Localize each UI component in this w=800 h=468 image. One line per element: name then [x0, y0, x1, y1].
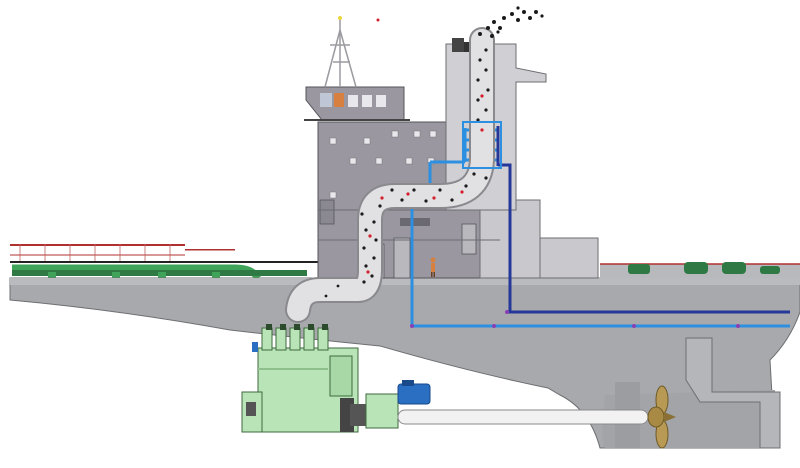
exhaust-system	[285, 6, 544, 323]
propeller-shaft	[397, 409, 649, 425]
soot-particles	[324, 48, 490, 298]
foredeck	[10, 244, 320, 282]
foredeck-rail	[10, 244, 185, 246]
exhaust-pipe	[287, 29, 493, 321]
engine-cylinders	[261, 327, 329, 351]
mast-icon	[324, 20, 357, 88]
heat-exchanger	[462, 121, 502, 169]
shaft-line	[340, 380, 649, 432]
deck-pipe	[12, 264, 262, 281]
smoke-plume	[478, 6, 544, 38]
rudder	[685, 337, 781, 449]
winch-icon	[600, 262, 800, 278]
person-icon	[430, 257, 436, 277]
electric-motor	[397, 383, 431, 405]
gearbox	[365, 393, 399, 429]
propeller-icon	[647, 385, 676, 449]
